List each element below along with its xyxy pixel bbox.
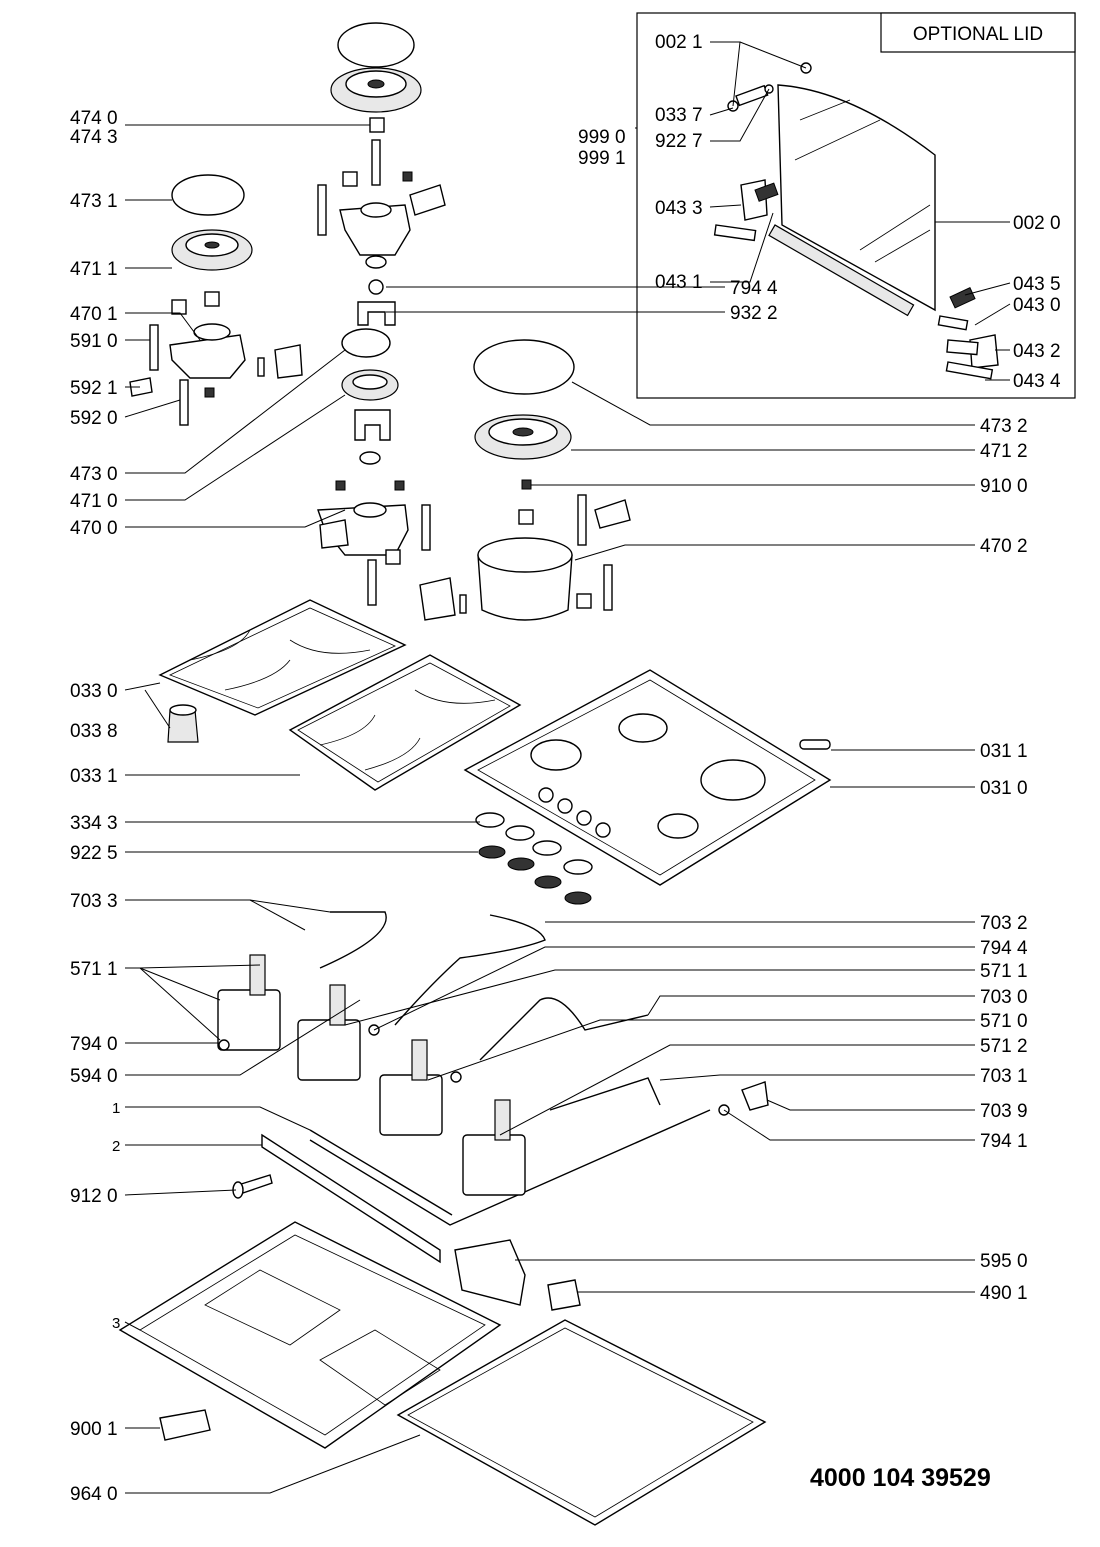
label-7941: 794 1	[980, 1131, 1028, 1152]
label-9991: 999 1	[578, 148, 626, 169]
label-7940: 794 0	[70, 1034, 118, 1055]
label-9990: 999 0	[578, 127, 626, 148]
ignition-unit	[454, 1239, 581, 1311]
label-0431: 043 1	[655, 272, 703, 293]
glass-lid-part	[768, 84, 936, 317]
label-9640: 964 0	[70, 1484, 118, 1505]
label-0020: 002 0	[1013, 213, 1061, 234]
burner-assembly-left	[129, 174, 303, 426]
label-5921: 592 1	[70, 378, 118, 399]
label-4702: 470 2	[980, 536, 1028, 557]
label-4730: 473 0	[70, 464, 118, 485]
leader-lines	[124, 41, 1011, 1494]
burner-assembly-small	[317, 328, 431, 606]
seal-frame	[396, 1319, 767, 1526]
label-0432: 043 2	[1013, 341, 1061, 362]
label-4901: 490 1	[980, 1283, 1028, 1304]
label-9100: 910 0	[980, 476, 1028, 497]
label-3: 3	[112, 1315, 120, 1332]
label-5710: 571 0	[980, 1011, 1028, 1032]
label-9225: 922 5	[70, 843, 118, 864]
label-5910: 591 0	[70, 331, 118, 352]
label-5711-right: 571 1	[980, 961, 1028, 982]
label-4712: 471 2	[980, 441, 1028, 462]
label-5712: 571 2	[980, 1036, 1028, 1057]
label-0430: 043 0	[1013, 295, 1061, 316]
knob-part	[167, 704, 199, 743]
label-7039: 703 9	[980, 1101, 1028, 1122]
knob-rings	[475, 812, 593, 905]
label-7944-lower: 794 4	[980, 938, 1028, 959]
label-7030: 703 0	[980, 987, 1028, 1008]
burner-assembly-rear	[317, 22, 446, 326]
label-5920: 592 0	[70, 408, 118, 429]
part-labels: 002 1 033 7 922 7 999 0 999 1 043 3 043 …	[70, 32, 1061, 1505]
optional-lid-title: OPTIONAL LID	[913, 24, 1043, 45]
label-4711: 471 1	[70, 259, 118, 280]
pan-supports	[158, 599, 522, 791]
hob-top	[463, 669, 832, 886]
label-0330: 033 0	[70, 681, 118, 702]
label-2: 2	[112, 1138, 120, 1155]
label-3343: 334 3	[70, 813, 118, 834]
label-4701: 470 1	[70, 304, 118, 325]
label-9120: 912 0	[70, 1186, 118, 1207]
screw-912	[232, 1174, 273, 1199]
label-4732: 473 2	[980, 416, 1028, 437]
document-code: 4000 104 39529	[810, 1464, 991, 1492]
label-0434: 043 4	[1013, 371, 1061, 392]
label-4731: 473 1	[70, 191, 118, 212]
label-7032: 703 2	[980, 913, 1028, 934]
label-7031: 703 1	[980, 1066, 1028, 1087]
burner-assembly-large	[419, 339, 631, 621]
label-5940: 594 0	[70, 1066, 118, 1087]
label-0311: 031 1	[980, 741, 1028, 762]
label-5711-left: 571 1	[70, 959, 118, 980]
bracket-rails	[261, 1129, 453, 1264]
label-9001: 900 1	[70, 1419, 118, 1440]
label-0021: 002 1	[655, 32, 703, 53]
label-7944-upper: 794 4	[730, 278, 778, 299]
optional-lid-box: OPTIONAL LID	[636, 12, 1076, 399]
label-4710: 471 0	[70, 491, 118, 512]
label-4740: 474 0	[70, 108, 118, 129]
label-0331: 033 1	[70, 766, 118, 787]
label-9227: 922 7	[655, 131, 703, 152]
label-7033: 703 3	[70, 891, 118, 912]
label-1: 1	[112, 1100, 120, 1117]
label-0337: 033 7	[655, 105, 703, 126]
label-5950: 595 0	[980, 1251, 1028, 1272]
label-0310: 031 0	[980, 778, 1028, 799]
label-0433: 043 3	[655, 198, 703, 219]
label-4700: 470 0	[70, 518, 118, 539]
label-0338: 033 8	[70, 721, 118, 742]
label-9322: 932 2	[730, 303, 778, 324]
valves-and-pipes	[217, 911, 769, 1226]
base-tray	[118, 1221, 502, 1449]
clip-900	[159, 1409, 211, 1441]
label-4743: 474 3	[70, 127, 118, 148]
label-0435: 043 5	[1013, 274, 1061, 295]
